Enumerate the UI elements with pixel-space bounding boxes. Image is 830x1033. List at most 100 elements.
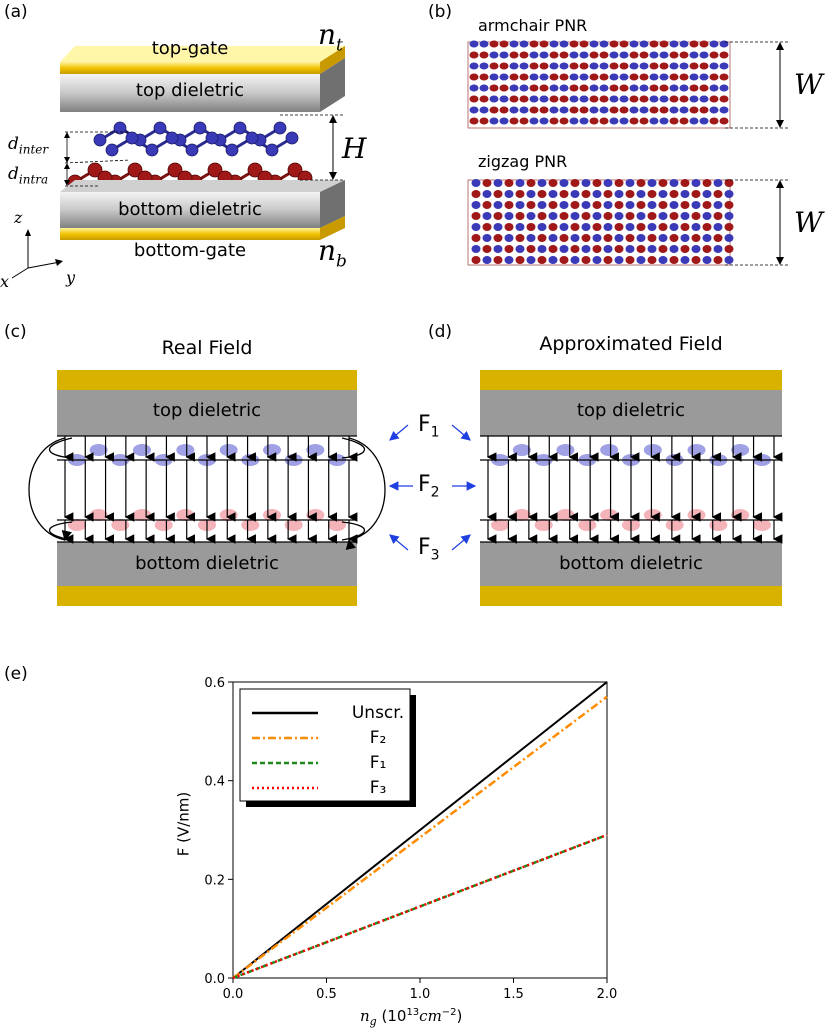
- pnr-atom: [526, 179, 536, 187]
- pnr-atom: [709, 51, 719, 59]
- atom-red: [247, 162, 263, 178]
- atom-red: [287, 162, 303, 178]
- pnr-atom: [559, 40, 569, 48]
- atom-red: [167, 162, 183, 178]
- pnr-atom: [609, 62, 619, 70]
- layer-atom-red: [219, 509, 238, 521]
- layer-atom-red: [176, 509, 195, 521]
- H-label: H: [342, 132, 367, 165]
- pnr-atom: [589, 106, 599, 114]
- pnr-atom: [699, 73, 709, 81]
- pnr-atom: [539, 106, 549, 114]
- pnr-atom: [649, 117, 659, 125]
- pnr-atom: [639, 84, 649, 92]
- top-dielectric-label-a: top dieletric: [135, 80, 245, 101]
- pnr-atom: [679, 117, 689, 125]
- top-gate-front: [60, 62, 320, 74]
- pnr-atom: [669, 245, 679, 253]
- pnr-atom: [529, 84, 539, 92]
- pnr-atom: [515, 234, 525, 242]
- pnr-atom: [713, 201, 723, 209]
- armchair-outline: [467, 41, 731, 129]
- F1-label: F1: [418, 412, 440, 441]
- pnr-atom: [539, 95, 549, 103]
- pnr-atom: [482, 201, 492, 209]
- pnr-atom: [649, 73, 659, 81]
- pnr-atom: [691, 256, 701, 264]
- pnr-atom: [699, 95, 709, 103]
- pnr-atom: [709, 95, 719, 103]
- pnr-atom: [471, 201, 481, 209]
- pnr-atom: [647, 223, 657, 231]
- layer-atom-red: [512, 509, 531, 521]
- pnr-atom: [614, 190, 624, 198]
- pnr-atom: [509, 51, 519, 59]
- pnr-atom: [719, 51, 729, 59]
- layer-atom-red: [328, 519, 346, 531]
- atom-red: [127, 162, 143, 178]
- pnr-atom: [509, 73, 519, 81]
- pnr-atom: [691, 190, 701, 198]
- pnr-atom: [570, 190, 580, 198]
- pnr-atom: [724, 223, 734, 231]
- zigzag-pnr: [467, 179, 734, 266]
- layer-atom-red: [89, 509, 108, 521]
- top-gate-side: [320, 46, 345, 74]
- pnr-atom: [579, 84, 589, 92]
- pnr-atom: [691, 179, 701, 187]
- pnr-atom: [719, 106, 729, 114]
- atom-blue: [165, 131, 179, 145]
- bottom-dielectric-label-d: bottom dieletric: [559, 553, 703, 574]
- pnr-atom: [469, 106, 479, 114]
- pnr-atom: [679, 51, 689, 59]
- pnr-atom: [504, 201, 514, 209]
- pnr-atom: [579, 40, 589, 48]
- layer-atom-blue: [512, 444, 531, 456]
- pnr-atom: [691, 212, 701, 220]
- pnr-atom: [647, 234, 657, 242]
- pnr-atom: [669, 95, 679, 103]
- pnr-atom: [539, 51, 549, 59]
- panel-a-label: (a): [4, 2, 28, 22]
- pnr-atom: [526, 212, 536, 220]
- pnr-atom: [549, 73, 559, 81]
- pnr-atom: [625, 201, 635, 209]
- top-gate-bar-c: [57, 370, 357, 390]
- pnr-atom: [625, 179, 635, 187]
- real-field-panel: [28, 370, 386, 606]
- pnr-atom: [504, 190, 514, 198]
- pnr-atom: [669, 51, 679, 59]
- pnr-atom: [658, 179, 668, 187]
- pnr-atom: [679, 73, 689, 81]
- top-dielectric-label-d: top dieletric: [576, 400, 686, 421]
- pnr-atom: [603, 234, 613, 242]
- pnr-atom: [639, 73, 649, 81]
- pnr-atom: [649, 51, 659, 59]
- pnr-atom: [658, 223, 668, 231]
- pnr-atom: [493, 234, 503, 242]
- pnr-atom: [669, 84, 679, 92]
- pnr-atom: [515, 190, 525, 198]
- pnr-atom: [649, 84, 659, 92]
- pnr-atom: [709, 40, 719, 48]
- pnr-atom: [493, 256, 503, 264]
- pnr-atom: [719, 95, 729, 103]
- pnr-atom: [719, 40, 729, 48]
- x-tick-label: 2.0: [597, 987, 618, 1002]
- pnr-atom: [569, 73, 579, 81]
- pnr-atom: [489, 106, 499, 114]
- pnr-atom: [647, 190, 657, 198]
- pnr-atom: [599, 73, 609, 81]
- series-line: [232, 681, 608, 979]
- layer-atom-red: [111, 519, 130, 531]
- pnr-atom: [713, 223, 723, 231]
- fringe-line-right: [341, 521, 365, 541]
- layer-atom-blue: [731, 444, 750, 456]
- pnr-atom: [549, 62, 559, 70]
- panel-a-figure: [11, 46, 345, 279]
- pnr-atom: [724, 212, 734, 220]
- pnr-atom: [589, 117, 599, 125]
- pnr-atom: [548, 212, 558, 220]
- pnr-atom: [570, 223, 580, 231]
- pnr-atom: [658, 234, 668, 242]
